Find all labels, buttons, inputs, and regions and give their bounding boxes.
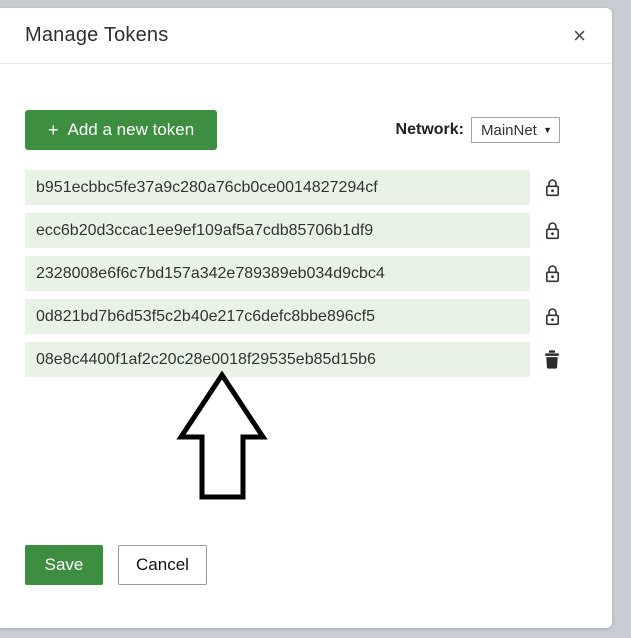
- plus-icon: +: [48, 119, 59, 140]
- token-value[interactable]: b951ecbbc5fe37a9c280a76cb0ce0014827294cf: [25, 170, 530, 205]
- token-list: b951ecbbc5fe37a9c280a76cb0ce0014827294cf: [25, 170, 587, 377]
- chevron-down-icon: ▼: [543, 125, 552, 135]
- lock-icon: [545, 308, 559, 326]
- token-action: [530, 350, 574, 369]
- token-row: 08e8c4400f1af2c20c28e0018f29535eb85d15b6: [25, 342, 587, 377]
- add-token-button[interactable]: + Add a new token: [25, 110, 218, 150]
- token-row: 2328008e6f6c7bd157a342e789389eb034d9cbc4: [25, 256, 587, 291]
- save-button[interactable]: Save: [25, 545, 103, 585]
- modal-body: + Add a new token Network: MainNet ▼ b95…: [0, 110, 612, 377]
- network-label: Network:: [395, 121, 464, 138]
- lock-button[interactable]: [544, 178, 561, 197]
- token-value[interactable]: 08e8c4400f1af2c20c28e0018f29535eb85d15b6: [25, 342, 530, 377]
- token-row: 0d821bd7b6d53f5c2b40e217c6defc8bbe896cf5: [25, 299, 587, 334]
- token-value[interactable]: 0d821bd7b6d53f5c2b40e217c6defc8bbe896cf5: [25, 299, 530, 334]
- token-action: [530, 221, 574, 240]
- page-title: Manage Tokens: [25, 24, 169, 46]
- lock-icon: [545, 179, 559, 197]
- token-action: [530, 178, 574, 197]
- trash-button[interactable]: [544, 350, 560, 369]
- lock-icon: [545, 222, 559, 240]
- token-row: ecc6b20d3ccac1ee9ef109af5a7cdb85706b1df9: [25, 213, 587, 248]
- modal-header: Manage Tokens ×: [0, 8, 612, 64]
- lock-button[interactable]: [544, 264, 561, 283]
- lock-icon: [545, 265, 559, 283]
- token-value[interactable]: 2328008e6f6c7bd157a342e789389eb034d9cbc4: [25, 256, 530, 291]
- lock-button[interactable]: [544, 307, 561, 326]
- close-icon: ×: [573, 22, 586, 48]
- close-button[interactable]: ×: [569, 23, 590, 49]
- modal-footer: Save Cancel: [25, 545, 207, 585]
- token-action: [530, 307, 574, 326]
- lock-button[interactable]: [544, 221, 561, 240]
- token-value[interactable]: ecc6b20d3ccac1ee9ef109af5a7cdb85706b1df9: [25, 213, 530, 248]
- network-selected-value: MainNet: [481, 121, 537, 139]
- token-row: b951ecbbc5fe37a9c280a76cb0ce0014827294cf: [25, 170, 587, 205]
- token-action: [530, 264, 574, 283]
- toolbar: + Add a new token Network: MainNet ▼: [25, 110, 587, 150]
- trash-icon: [545, 350, 559, 369]
- network-select[interactable]: MainNet ▼: [471, 117, 560, 143]
- manage-tokens-modal: Manage Tokens × + Add a new token Networ…: [0, 8, 612, 628]
- add-token-label: Add a new token: [67, 120, 195, 139]
- cancel-button[interactable]: Cancel: [118, 545, 207, 585]
- network-group: Network: MainNet ▼: [396, 117, 560, 143]
